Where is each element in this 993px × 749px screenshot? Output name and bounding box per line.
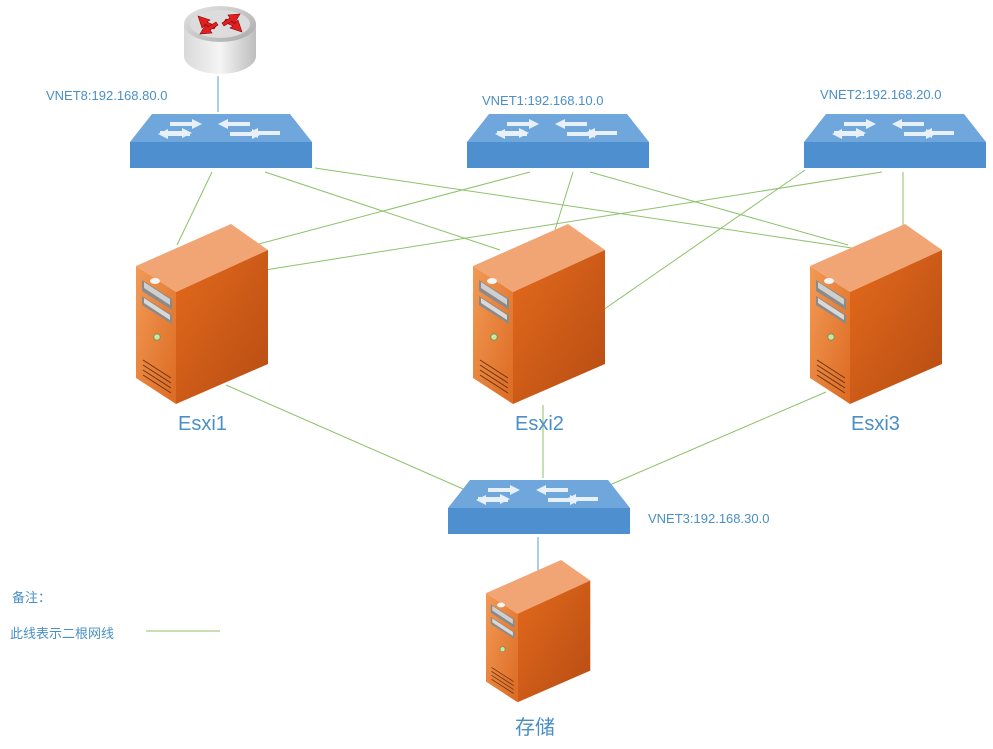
- switch-icon-vnet1[interactable]: [467, 114, 649, 168]
- switch-icon-vnet3[interactable]: [448, 480, 630, 534]
- server-icon-storage[interactable]: [485, 559, 591, 703]
- server-icon-esxi2[interactable]: [472, 223, 606, 405]
- vnet3-label: VNET3:192.168.30.0: [648, 511, 770, 526]
- vnet1-label: VNET1:192.168.10.0: [482, 93, 604, 108]
- esxi3-label: Esxi3: [851, 413, 900, 435]
- link-esxi1-vnet3: [225, 384, 471, 493]
- router-icon[interactable]: [184, 6, 256, 74]
- link-vnet1-esxi1: [254, 171, 531, 246]
- server-icon-esxi1[interactable]: [135, 223, 269, 405]
- esxi1-label: Esxi1: [178, 413, 227, 435]
- storage-label: 存储: [515, 715, 555, 739]
- server-icon-esxi3[interactable]: [809, 223, 943, 405]
- link-vnet1-esxi2: [554, 171, 574, 231]
- link-vnet8-esxi3: [314, 167, 853, 249]
- esxi2-label: Esxi2: [515, 413, 564, 435]
- link-vnet1-esxi3: [589, 171, 849, 246]
- link-vnet8-esxi1: [176, 171, 213, 246]
- switch-icon-vnet2[interactable]: [804, 114, 986, 168]
- link-esxi3-vnet3: [597, 391, 827, 491]
- legend-title: 备注：: [12, 591, 52, 606]
- vnet2-label: VNET2:192.168.20.0: [820, 87, 942, 102]
- vnet8-label: VNET8:192.168.80.0: [46, 88, 168, 103]
- link-vnet2-esxi2: [602, 169, 806, 311]
- legend-description: 此线表示二根网线: [10, 627, 115, 642]
- switch-icon-vnet8[interactable]: [130, 114, 312, 168]
- network-links: [176, 167, 904, 493]
